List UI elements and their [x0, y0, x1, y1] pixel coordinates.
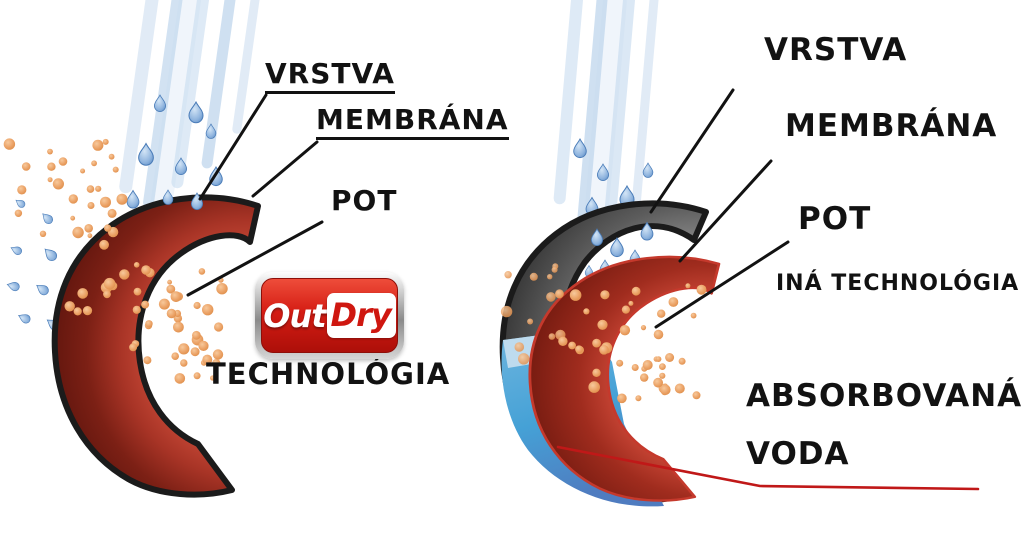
membrane-right — [528, 255, 721, 502]
sweat-dots-right-gray — [500, 263, 566, 365]
label-technologia-left: TECHNOLÓGIA — [206, 357, 451, 391]
sweat-dots-left-inside — [129, 262, 228, 384]
rain-streams-left — [119, 0, 261, 214]
laminated-membrane-left — [51, 194, 261, 498]
label-absorbovana: ABSORBOVANÁ — [746, 378, 1023, 414]
rain-streams-right — [553, 0, 659, 240]
leader-vrstva-right — [649, 88, 735, 214]
outdry-logo-out-text: Out — [263, 296, 326, 335]
leader-membrana-right — [678, 159, 773, 263]
label-voda: VODA — [746, 436, 850, 472]
leader-pot-right — [654, 240, 790, 329]
leader-membrana-left — [251, 140, 319, 198]
outdry-logo-dry-text: Dry — [326, 292, 396, 339]
leader-vrstva-left — [198, 93, 268, 201]
label-ina-technologia: INÁ TECHNOLÓGIA — [776, 271, 1020, 296]
label-pot-right: POT — [798, 201, 872, 237]
sweat-dots-left-outside — [3, 138, 128, 239]
label-pot-left: POT — [331, 184, 398, 217]
label-membrana-right: MEMBRÁNA — [785, 108, 998, 144]
label-vrstva-left: VRSTVA — [265, 60, 395, 94]
leader-pot-left — [186, 220, 324, 297]
absorbed-water-pointer-line — [556, 445, 980, 491]
label-vrstva-right: VRSTVA — [764, 32, 908, 68]
sweat-dots-right-inside — [558, 283, 707, 404]
sweat-dots-left-band — [64, 208, 130, 316]
label-membrana-left: MEMBRÁNA — [316, 106, 509, 140]
